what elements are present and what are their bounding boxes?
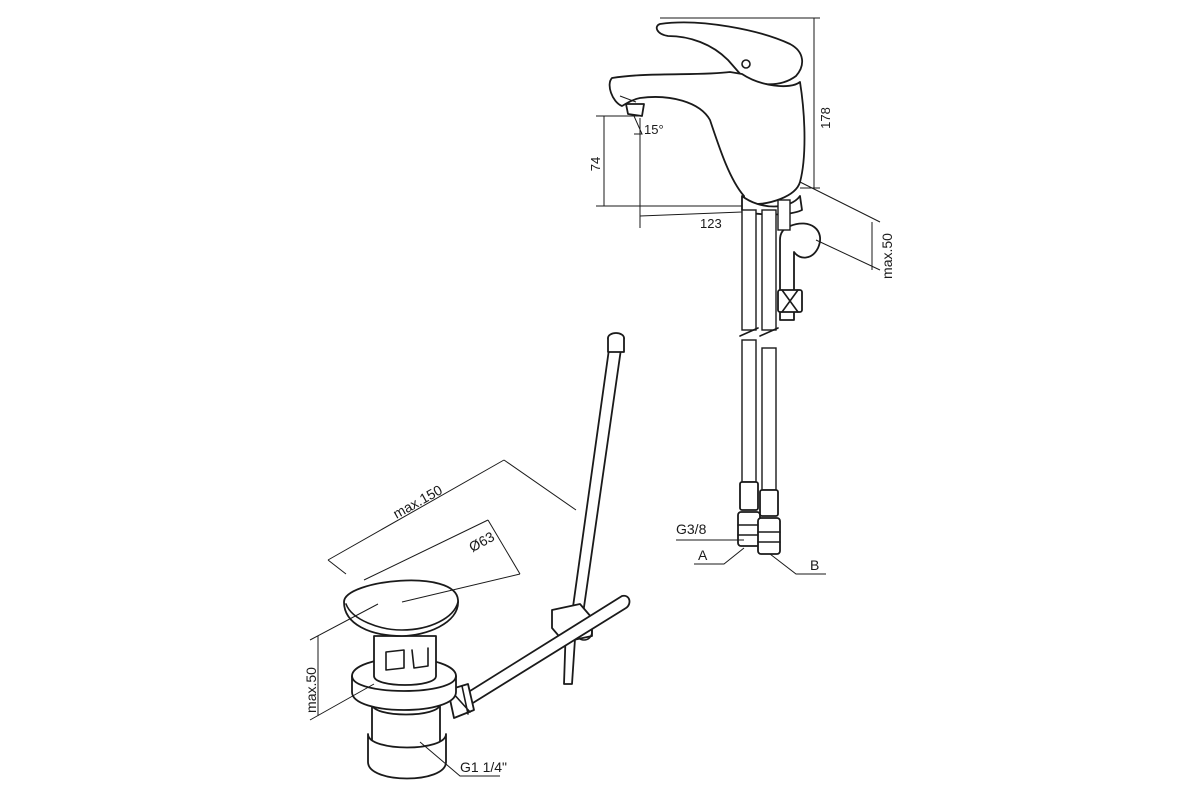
dim-max50-faucet: max.50 [879,233,895,279]
label-g114: G1 1/4" [460,759,507,775]
hose-b-upper [761,209,777,331]
pivot-rod [461,594,631,707]
dim-max50-drain: max.50 [303,667,319,713]
dim-15deg: 15° [644,122,664,137]
dim-178: 178 [818,107,833,129]
hose-b-fitting [759,489,779,517]
plug-stem [373,635,437,686]
hose-a-lower [741,339,757,483]
hose-b-lower [761,347,777,491]
lift-rod [571,341,623,615]
faucet [608,21,821,555]
drain [343,332,631,780]
faucet-aerator [625,103,645,117]
hose-mount-rod [777,199,791,231]
dim-max150: max.150 [390,482,445,522]
dim-123: 123 [700,216,722,231]
faucet-dimensions: 178 74 15° 123 max.50 G3/8 A B [588,17,895,575]
plug-cap [343,579,459,637]
faucet-body [608,71,806,206]
hose-b-nut [757,517,781,555]
label-b: B [810,557,819,573]
hose-a-upper [741,209,757,331]
drain-thread [367,733,447,780]
label-a: A [698,547,708,563]
dim-74: 74 [588,157,603,171]
dim-d63: Ø63 [466,528,497,555]
hose-a-nut [737,511,761,547]
faucet-lever [655,21,803,86]
label-g38: G3/8 [676,521,707,537]
lever-screw-icon [741,59,751,69]
hose-a-fitting [739,481,759,511]
